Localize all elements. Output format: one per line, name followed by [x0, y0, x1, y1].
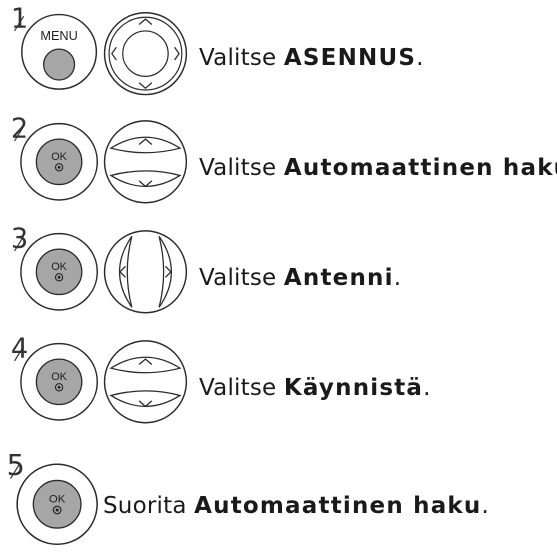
step-2-graphic: 2 OK: [11, 113, 188, 204]
step-1-instruction: Valitse ASENNUS.: [199, 45, 424, 71]
ok-button-icon: OK: [20, 342, 98, 421]
step-5: 5 OK Suorita Automaattinen haku.: [0, 448, 557, 555]
step-number: 4: [11, 333, 28, 364]
menu-item-kaynnista: Käynnistä: [283, 375, 424, 401]
menu-button-icon: MENU: [21, 13, 98, 90]
menu-item-asennus: ASENNUS: [283, 45, 417, 71]
ok-button-icon: OK: [20, 232, 98, 311]
left-right-nav-icon: [103, 230, 188, 314]
step-number: 1: [11, 3, 28, 34]
menu-item-automaattinen-haku: Automaattinen haku: [194, 493, 482, 519]
menu-item-automaattinen-haku: Automaattinen haku: [283, 155, 557, 181]
four-way-nav-icon: [103, 12, 188, 96]
ok-button-label: OK: [49, 493, 66, 505]
step-number: 2: [11, 113, 28, 144]
step-5-graphic: 5 OK: [7, 448, 98, 546]
step-1-graphic: 1 MENU: [11, 3, 188, 96]
step-number: 5: [7, 448, 25, 482]
ok-button-label: OK: [51, 151, 67, 163]
step-3-instruction: Valitse Antenni.: [199, 265, 402, 291]
menu-item-antenni: Antenni: [283, 265, 394, 291]
ok-button-label: OK: [51, 371, 67, 383]
step-1: 1 MENU Valitse ASENNUS.: [0, 0, 557, 110]
step-5-instruction: Suorita Automaattinen haku.: [103, 493, 490, 519]
ok-button-label: OK: [51, 261, 67, 273]
ok-button-icon: OK: [20, 122, 98, 201]
step-2-instruction: Valitse Automaattinen haku.: [199, 155, 557, 181]
step-4-graphic: 4 OK: [11, 333, 188, 424]
step-4-instruction: Valitse Käynnistä.: [199, 375, 431, 401]
up-down-nav-icon: [103, 120, 188, 204]
step-number: 3: [11, 223, 28, 254]
step-3: 3 OK Valitse Antenni.: [0, 220, 557, 330]
ok-button-icon: OK: [16, 463, 98, 546]
menu-button-label: MENU: [40, 28, 77, 43]
step-3-graphic: 3 OK: [11, 223, 188, 314]
up-down-nav-icon: [103, 340, 188, 424]
step-2: 2 OK Valitse Automaattinen haku.: [0, 110, 557, 220]
step-4: 4 OK Valitse Käynnistä.: [0, 330, 557, 440]
